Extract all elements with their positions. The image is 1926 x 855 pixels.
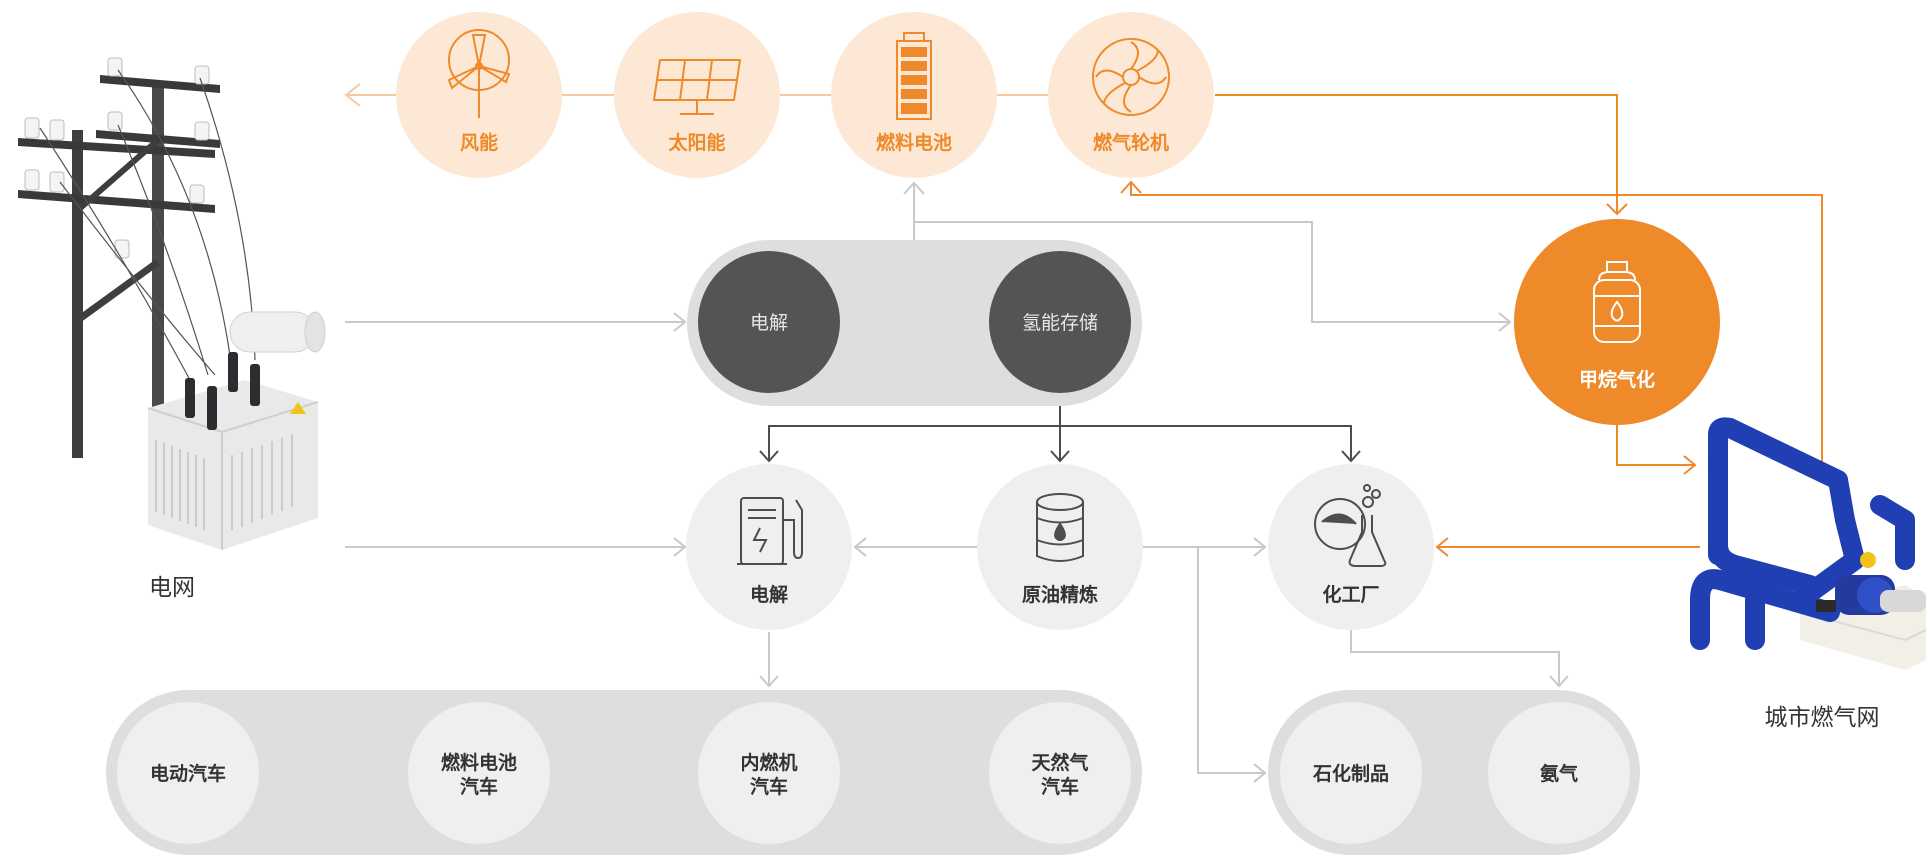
ngv-label-line1: 天然气 [1031,751,1088,774]
refinery-to-products-arrow [1253,763,1267,783]
ev-label: 电动汽车 [150,762,226,785]
ammonia-label: 氨气 [1540,762,1578,785]
hydrogen-storage-label: 氢能存储 [1022,312,1098,334]
petrochem-label: 石化制品 [1312,762,1389,785]
turbine-to-methanation-arrow [1606,203,1628,216]
gas-cylinder-icon [1593,261,1641,343]
top-row-arrow [344,83,361,107]
turbine-icon [1092,38,1170,116]
gas-network-label: 城市燃气网 [1765,705,1880,731]
hydrogen-pill: 电解 氢能存储 [687,240,1142,406]
turbine-to-methanation-line [1215,94,1618,214]
top-row: 风能 太阳能 燃料电池 [396,12,1214,178]
fcv-label-line2: 汽车 [460,775,498,798]
gas-turbine-label: 燃气轮机 [1093,131,1169,154]
hydrogen-storage-node[interactable] [989,251,1131,393]
hydrogen-to-methanation-line [914,221,1510,323]
gasnet-to-turbine-arrow [1120,180,1142,194]
storage-to-chemical-arrow [1341,450,1361,463]
solar-node[interactable] [614,12,780,178]
methanation-label: 甲烷气化 [1579,368,1655,391]
ngv-node[interactable] [989,702,1131,844]
ev-node[interactable] [117,702,259,844]
electrolysis-label: 电解 [750,312,788,334]
refinery-to-refuel-arrow [853,537,867,557]
methanation-group: 甲烷气化 [1514,219,1720,425]
vehicles-pill: 电动汽车 燃料电池 汽车 内燃机 汽车 天然气 汽车 [106,690,1142,855]
ammonia-node[interactable] [1488,702,1630,844]
solar-label: 太阳能 [668,131,725,154]
products-pill: 石化制品 氨气 [1268,690,1640,855]
gas-pipe-icon [1690,417,1926,670]
methanation-node[interactable] [1514,219,1720,425]
petrochem-node[interactable] [1280,702,1422,844]
refuel-label: 电解 [750,583,788,606]
gasnet-to-chemical-arrow [1435,537,1449,557]
ice-label-line1: 内燃机 [740,751,797,774]
refinery-to-chemical-arrow [1253,537,1267,557]
refuel-node[interactable] [686,464,852,630]
wind-label: 风能 [460,131,498,154]
ngv-label-line2: 汽车 [1041,775,1079,798]
grid-label: 电网 [149,575,195,601]
wind-turbine-icon [447,29,511,118]
refinery-node[interactable] [977,464,1143,630]
power-pole-icon [18,57,256,458]
grid-to-electrolysis-arrow [673,312,687,332]
methanation-to-gasnet-arrow [1683,455,1697,475]
connectors [344,83,1823,783]
vehicles-pill-bg [106,690,1142,855]
chemical-flask-icon [1314,484,1387,567]
chemical-to-ammonia-line [1350,630,1560,686]
fcv-node[interactable] [408,702,550,844]
chemical-plant-label: 化工厂 [1322,583,1379,606]
middle-row: 电解 原油精炼 化工厂 [686,464,1434,630]
transformer-icon [147,311,326,550]
fuel-cell-label: 燃料电池 [876,131,952,154]
storage-to-refuel-arrow [759,450,779,463]
grid-to-refuel-arrow [673,537,687,557]
battery-icon [896,32,932,120]
gas-turbine-node[interactable] [1048,12,1214,178]
fcv-label-line1: 燃料电池 [441,751,517,774]
chemical-to-ammonia-arrow [1549,675,1569,688]
ice-node[interactable] [698,702,840,844]
fuel-pump-icon [737,497,803,565]
electrolysis-node[interactable] [698,251,840,393]
solar-panel-icon [652,59,742,115]
refinery-to-products-line [1197,547,1265,774]
ice-label-line2: 汽车 [750,775,788,798]
gasnet-to-turbine-line [1130,182,1823,480]
storage-to-fuelcell-arrow [903,181,925,195]
oil-barrel-icon [1036,493,1084,562]
methanation-to-gasnet-line [1616,425,1695,466]
hydrogen-to-methanation-arrow [1498,312,1512,332]
storage-to-refinery-arrow [1050,450,1070,463]
refinery-label: 原油精炼 [1022,583,1098,606]
refuel-to-vehicles-arrow [759,675,779,688]
